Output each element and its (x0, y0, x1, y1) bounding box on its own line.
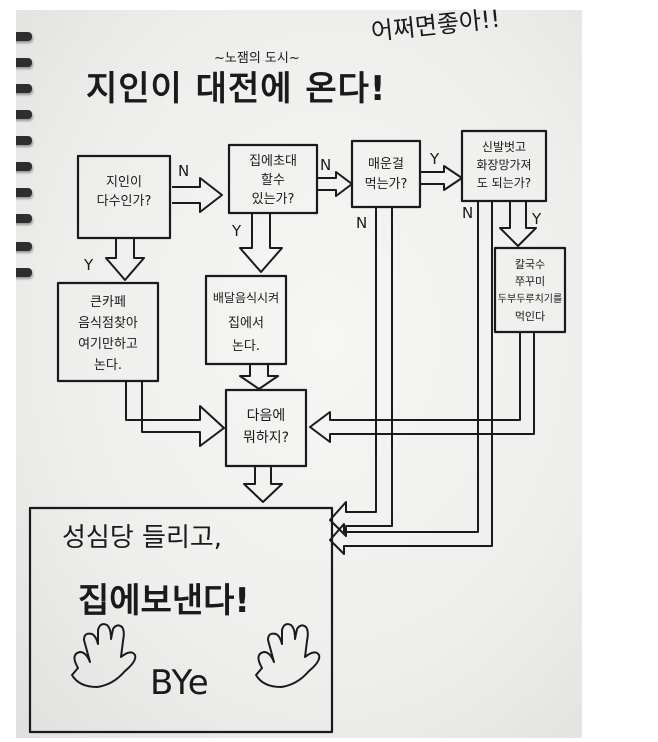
spiral-ring (16, 214, 32, 223)
kalguksu-line-2: 쭈꾸미 (515, 275, 545, 288)
hand-left-icon (71, 623, 137, 688)
end-line-1: 성심당 들리고, (62, 523, 222, 553)
kalguksu-line-1: 칼국수 (515, 258, 545, 271)
invite-line-3: 있는가? (252, 192, 295, 207)
bigcafe-line-2: 음식점찾아 (78, 316, 138, 331)
box-kalguksu (493, 246, 567, 334)
bigcafe-line-4: 논다. (94, 358, 122, 373)
subtitle-text: ~노잼의 도시~ (214, 51, 300, 66)
box-bigcafe (56, 281, 160, 383)
spiral-ring (16, 188, 32, 197)
arrow-spicy-barefoot (421, 165, 463, 191)
box-invite (227, 143, 319, 215)
label-yes: Y (231, 222, 242, 240)
start-line-2: 다수인가? (97, 194, 152, 209)
delivery-line-1: 배달음식시켜 (213, 291, 279, 305)
box-next (224, 388, 308, 468)
kalguksu-line-3: 두부두루치기를 (498, 293, 562, 305)
spiral-ring (16, 32, 32, 41)
bigcafe-line-3: 여기만하고 (78, 337, 138, 352)
spicy-line-1: 매운걸 (368, 157, 404, 172)
arrow-barefoot-end (329, 202, 493, 555)
arrow-start-invite (172, 177, 223, 213)
arrow-barefoot-kalguksu (499, 202, 537, 247)
barefoot-line-2: 화장망가져 (476, 158, 531, 172)
next-line-2: 뭐하지? (243, 430, 289, 446)
start-line-1: 지인이 (106, 175, 142, 190)
box-spicy (350, 139, 422, 209)
spiral-ring (16, 110, 32, 119)
arrow-delivery-next (239, 365, 279, 390)
label-yes: Y (83, 256, 94, 274)
label-no: N (356, 214, 367, 232)
box-barefoot (460, 129, 548, 203)
spiral-ring (16, 84, 32, 93)
arrow-spicy-end (329, 208, 393, 537)
box-start (76, 154, 172, 240)
next-line-1: 다음에 (247, 408, 286, 424)
label-no: N (320, 156, 331, 174)
end-line-2: 집에보낸다! (78, 581, 250, 621)
exclaim-text: 어쩌면좋아!! (370, 5, 502, 46)
invite-line-1: 집에초대 (249, 154, 297, 169)
label-yes: Y (531, 210, 542, 228)
label-yes: Y (429, 150, 440, 168)
hand-right-icon (255, 623, 321, 688)
arrow-bigcafe-next (125, 382, 225, 447)
bigcafe-line-1: 큰카페 (90, 295, 126, 310)
arrow-next-end (243, 467, 283, 503)
arrow-invite-delivery (239, 214, 283, 273)
box-end (28, 506, 334, 734)
arrow-start-bigcafe (105, 239, 145, 281)
spiral-ring (16, 268, 32, 277)
spicy-line-2: 먹는가? (365, 177, 408, 192)
barefoot-line-3: 도 되는가? (477, 176, 531, 190)
spiral-ring (16, 162, 32, 171)
delivery-line-3: 논다. (232, 339, 260, 354)
page-title: 지인이 대전에 온다! (86, 69, 386, 109)
label-no: N (178, 162, 189, 180)
end-line-3: BYe (150, 663, 209, 703)
spiral-ring (16, 58, 32, 67)
delivery-line-2: 집에서 (228, 316, 264, 331)
spiral-ring (16, 136, 32, 145)
arrow-invite-spicy (318, 171, 353, 197)
barefoot-line-1: 신발벗고 (482, 140, 526, 154)
kalguksu-line-4: 먹인다 (515, 310, 545, 323)
spiral-ring (16, 242, 32, 251)
arrow-kalguksu-next (309, 333, 535, 443)
invite-line-2: 할수 (261, 173, 285, 188)
label-no: N (462, 204, 473, 222)
box-delivery (204, 274, 288, 366)
